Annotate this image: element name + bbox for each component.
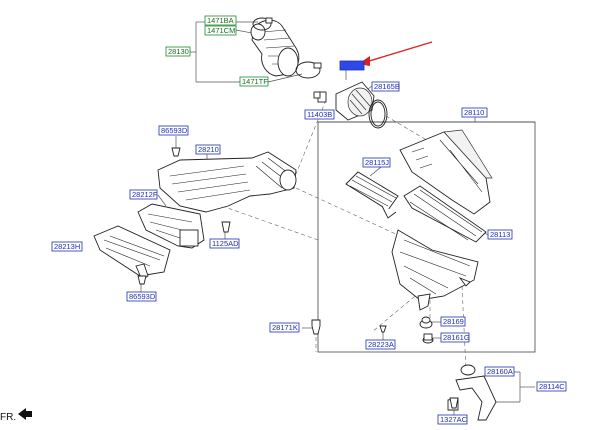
label-28169[interactable]: 28169 — [440, 316, 466, 327]
label-text-28130: 28130 — [168, 47, 189, 56]
bolt-1327AC — [449, 397, 459, 409]
pointer-arrow — [358, 41, 433, 66]
label-text-28165B: 28165B — [374, 82, 400, 91]
label-28130[interactable]: 28130 — [165, 46, 191, 57]
filter-element — [403, 185, 487, 243]
frame-28110 — [317, 116, 536, 353]
label-28213H[interactable]: 28213H — [51, 241, 83, 252]
inlet-duct — [137, 203, 205, 249]
label-28171K[interactable]: 28171K — [269, 322, 300, 333]
air-cleaner-cover — [399, 129, 493, 215]
assembly-dashes — [221, 99, 467, 371]
clip-86593D-bottom — [137, 275, 147, 285]
label-text-28169: 28169 — [443, 317, 464, 326]
bolt-1125AD — [221, 221, 231, 233]
label-text-28164: 28164 — [342, 61, 363, 70]
resonator — [345, 171, 399, 219]
label-1471CM[interactable]: 1471CM — [204, 25, 237, 36]
label-28115J[interactable]: 28115J — [362, 157, 391, 168]
label-1471BA[interactable]: 1471BA — [204, 15, 237, 26]
label-text-1125AD: 1125AD — [212, 239, 239, 248]
air-duct — [157, 151, 297, 213]
label-text-28210: 28210 — [198, 145, 219, 154]
front-direction-text: FR. — [0, 412, 16, 423]
label-text-11403B: 11403B — [307, 110, 332, 119]
intake-hose — [250, 19, 300, 77]
rubber-28161G — [422, 333, 434, 344]
label-28114C[interactable]: 28114C — [536, 381, 567, 392]
label-text-28114C: 28114C — [539, 382, 565, 391]
label-text-1471CM: 1471CM — [207, 26, 235, 35]
air-cleaner-body — [391, 229, 479, 311]
label-text-86593D-top: 86593D — [161, 126, 188, 135]
front-direction-marker: FR. — [0, 408, 32, 423]
front-arrow-icon — [18, 408, 32, 420]
label-text-28115J: 28115J — [365, 158, 389, 167]
clip-86593D-top — [171, 147, 181, 157]
screw-11403B — [313, 91, 321, 99]
label-28160A[interactable]: 28160A — [484, 366, 515, 377]
label-text-28171K: 28171K — [272, 323, 298, 332]
label-1327AC[interactable]: 1327AC — [437, 414, 468, 425]
label-28165B[interactable]: 28165B — [371, 81, 400, 92]
label-28161G[interactable]: 28161G — [440, 332, 470, 343]
label-28110[interactable]: 28110 — [461, 107, 488, 118]
label-28223A[interactable]: 28223A — [365, 339, 396, 350]
label-28164[interactable]: 28164 — [339, 60, 365, 71]
label-text-86593D-bottom: 86593D — [129, 292, 156, 301]
lower-duct — [93, 225, 171, 281]
label-28113[interactable]: 28113 — [487, 229, 513, 240]
label-text-1327AC: 1327AC — [440, 415, 468, 424]
label-text-28223A: 28223A — [368, 340, 394, 349]
label-text-28212F: 28212F — [132, 190, 158, 199]
label-text-1471BA: 1471BA — [207, 16, 234, 25]
hose-clamp-bottom — [295, 61, 322, 79]
label-text-28160A: 28160A — [487, 367, 513, 376]
label-86593D-top[interactable]: 86593D — [158, 125, 189, 136]
label-text-1471TF: 1471TF — [242, 77, 268, 86]
label-28210[interactable]: 28210 — [195, 144, 221, 155]
o-ring — [368, 99, 388, 129]
label-text-28113: 28113 — [490, 230, 510, 239]
label-text-28110: 28110 — [464, 108, 484, 117]
label-86593D-bottom[interactable]: 86593D — [126, 291, 157, 302]
clip-28223A — [379, 325, 387, 333]
label-1471TF[interactable]: 1471TF — [239, 76, 269, 87]
label-text-28213H: 28213H — [54, 242, 80, 251]
label-11403B[interactable]: 11403B — [304, 109, 335, 120]
label-1125AD[interactable]: 1125AD — [209, 238, 240, 249]
hose-clamp-top — [252, 17, 273, 31]
bolt-28171K — [311, 319, 321, 335]
label-text-28161G: 28161G — [443, 333, 470, 342]
air-flow-sensor — [317, 81, 375, 121]
grommet-28169 — [419, 316, 433, 329]
label-28212F[interactable]: 28212F — [129, 189, 158, 200]
